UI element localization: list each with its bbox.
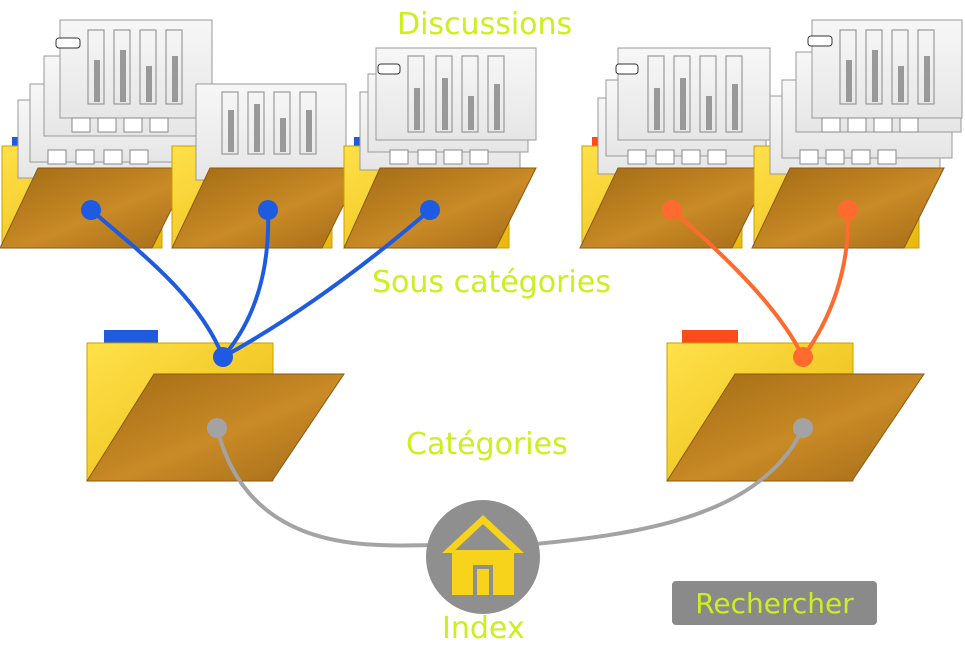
- house-icon: [442, 515, 524, 595]
- document-stack-icon: [597, 47, 771, 175]
- index-home-button[interactable]: [426, 500, 540, 614]
- document-stack-icon: [769, 19, 963, 175]
- search-button[interactable]: Rechercher: [672, 581, 877, 625]
- connector-nodes: [81, 200, 858, 438]
- discussions-label: Discussions: [397, 7, 573, 42]
- category-folder-orange[interactable]: [666, 330, 925, 482]
- search-button-label: Rechercher: [695, 586, 854, 620]
- document-stack-icon: [195, 83, 347, 181]
- sous-categories-label: Sous catégories: [372, 265, 611, 300]
- blue-connectors: [89, 208, 432, 359]
- subcategory-folder-orange-1[interactable]: [579, 47, 773, 249]
- grey-connectors: [215, 427, 805, 548]
- index-label: Index: [442, 611, 525, 646]
- document-stack-icon: [359, 47, 537, 171]
- subcategory-folder-blue-3[interactable]: [343, 47, 537, 249]
- orange-connectors: [670, 208, 851, 359]
- categories-label: Catégories: [406, 427, 568, 462]
